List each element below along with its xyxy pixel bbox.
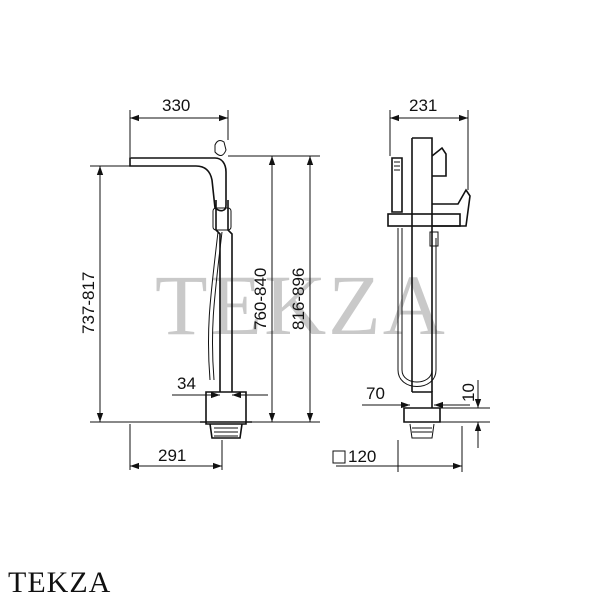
brand-label: TEKZA xyxy=(8,566,112,599)
front-handle xyxy=(214,140,227,156)
square-symbol xyxy=(332,450,346,464)
front-view: 330 737-817 760-840 816-896 34 291 xyxy=(79,96,320,470)
dim-side-width: 231 xyxy=(409,96,437,115)
side-shelf xyxy=(387,213,461,227)
side-base xyxy=(403,391,441,423)
dim-front-width: 330 xyxy=(162,96,190,115)
side-hose xyxy=(397,228,437,387)
front-hose xyxy=(207,231,223,381)
dim-side-pipe: 70 xyxy=(366,384,385,403)
dim-front-base: 291 xyxy=(158,446,186,465)
front-holder xyxy=(212,207,232,231)
side-base-thread xyxy=(409,423,435,439)
side-view: 231 70 10 120 xyxy=(332,96,490,472)
front-base xyxy=(200,391,252,439)
side-handle xyxy=(432,188,471,227)
side-hand-shower xyxy=(391,157,403,213)
side-shower-face xyxy=(394,161,400,171)
side-top-lever xyxy=(431,146,447,177)
dim-front-height-right: 816-896 xyxy=(289,268,308,330)
dim-front-height-left: 737-817 xyxy=(79,272,98,334)
side-hose-clip xyxy=(429,231,439,247)
watermark: TEKZA xyxy=(155,257,447,353)
dim-side-base-height: 10 xyxy=(459,383,478,402)
dim-front-height-mid: 760-840 xyxy=(251,268,270,330)
dim-front-pipe: 34 xyxy=(177,374,196,393)
dim-side-base-square: 120 xyxy=(348,447,376,466)
front-base-thread xyxy=(214,427,238,437)
front-spout xyxy=(129,157,227,212)
